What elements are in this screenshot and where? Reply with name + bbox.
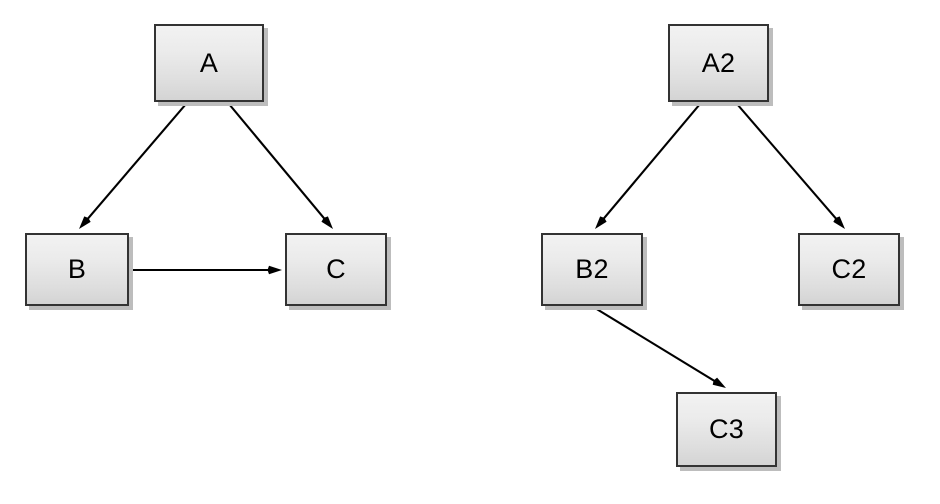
node-b[interactable]: B: [25, 233, 129, 306]
edge-a2-to-b2: [595, 103, 701, 229]
arrowhead-icon: [712, 377, 726, 388]
edge-line: [600, 103, 701, 223]
node-label: A: [199, 47, 219, 78]
arrowhead-icon: [267, 265, 282, 275]
node-b2[interactable]: B2: [541, 233, 643, 306]
edge-line: [84, 103, 187, 223]
node-c[interactable]: C: [285, 233, 387, 306]
node-label: C: [326, 254, 346, 284]
node-c2[interactable]: C2: [798, 233, 900, 306]
arrowhead-icon: [321, 216, 333, 229]
node-label: C3: [708, 414, 745, 444]
edge-a-to-c: [228, 103, 333, 229]
node-a[interactable]: A: [154, 24, 264, 102]
edge-b2-to-c3: [594, 307, 726, 388]
node-label: C2: [831, 254, 867, 284]
arrowhead-icon: [833, 216, 845, 229]
edge-line: [736, 103, 840, 223]
edge-a2-to-c2: [736, 103, 845, 229]
edge-b-to-c: [130, 265, 282, 275]
arrowhead-icon: [79, 216, 91, 229]
arrowhead-icon: [595, 216, 607, 229]
node-label: A2: [701, 47, 736, 78]
edge-line: [228, 103, 328, 223]
node-c3[interactable]: C3: [676, 392, 777, 467]
edge-a-to-b: [79, 103, 187, 229]
edge-line: [594, 307, 719, 385]
node-a2[interactable]: A2: [668, 24, 769, 102]
node-label: B: [67, 254, 87, 284]
node-label: B2: [575, 254, 609, 284]
